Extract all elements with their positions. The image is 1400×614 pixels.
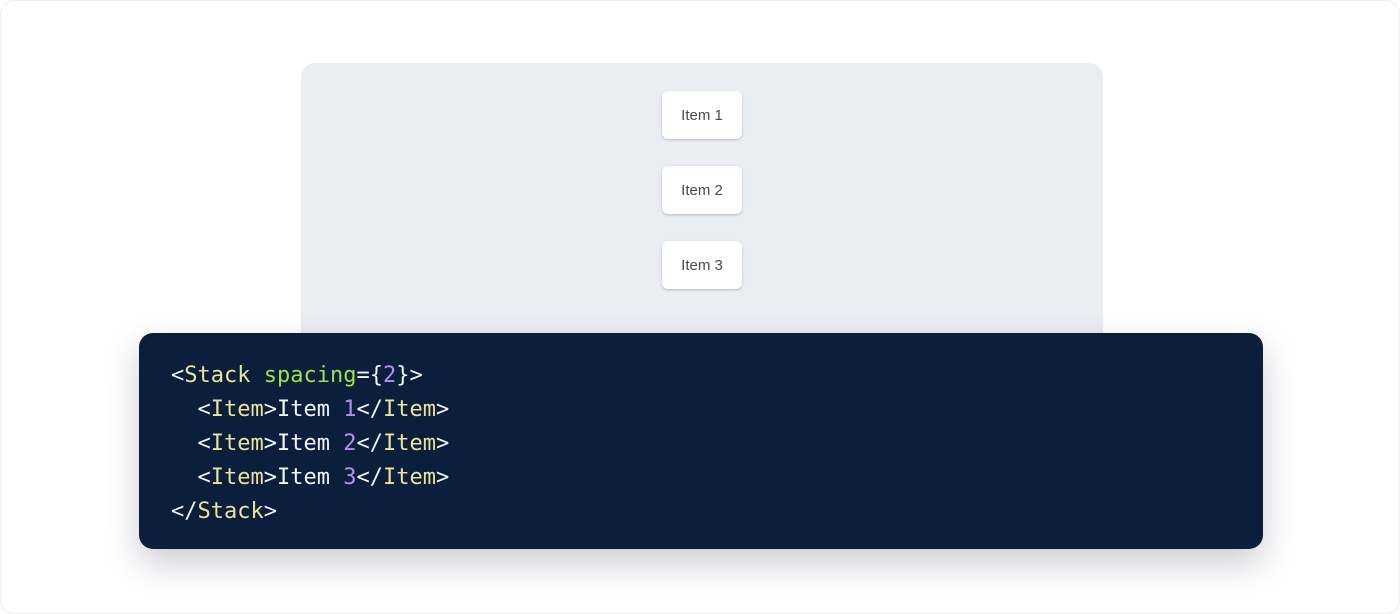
code-token-punct: >	[435, 397, 450, 422]
code-token-tag: Stack	[184, 363, 251, 388]
stack-item-card[interactable]: Item 3	[662, 241, 742, 289]
stack-component: Item 1 Item 2 Item 3	[301, 63, 1103, 289]
code-line: <Item>Item 1</Item>	[171, 397, 450, 422]
code-token-tag: Stack	[197, 499, 264, 524]
code-token-punct: {	[369, 363, 383, 388]
code-token-punct: </	[356, 397, 383, 422]
code-token-punct: >	[263, 431, 277, 456]
stack-item-card[interactable]: Item 2	[662, 166, 742, 214]
code-token-text: Item	[276, 397, 344, 422]
code-token-punct	[250, 363, 263, 388]
code-token-punct: </	[356, 431, 383, 456]
code-snippet-panel: <Stack spacing={2}> <Item>Item 1</Item> …	[139, 333, 1263, 549]
stack-item-label: Item 1	[681, 106, 723, 124]
code-token-punct: >	[435, 465, 450, 490]
code-token-punct: >	[409, 363, 423, 388]
stack-item-card[interactable]: Item 1	[662, 91, 742, 139]
code-token-punct: =	[356, 363, 370, 388]
code-token-punct: <	[197, 465, 211, 490]
code-token-tag: Item	[210, 397, 264, 422]
code-token-tag: Item	[382, 465, 436, 490]
code-token-punct: >	[263, 465, 277, 490]
code-line: <Item>Item 2</Item>	[171, 431, 450, 456]
code-token-punct: <	[197, 431, 211, 456]
code-token-punct: <	[197, 397, 211, 422]
code-token-text: Item	[276, 465, 344, 490]
code-token-punct: }	[396, 363, 410, 388]
code-token-text: Item	[276, 431, 344, 456]
code-token-punct: </	[356, 465, 383, 490]
code-token-num: 2	[382, 363, 397, 388]
code-token-attr: spacing	[263, 363, 357, 388]
code-line: </Stack>	[171, 499, 277, 524]
code-token-tag: Item	[210, 465, 264, 490]
code-line: <Item>Item 3</Item>	[171, 465, 450, 490]
code-token-punct: >	[435, 431, 450, 456]
code-token-tag: Item	[382, 431, 436, 456]
code-token-num: 3	[343, 465, 357, 490]
code-token-punct: >	[263, 397, 277, 422]
code-token-num: 2	[343, 431, 357, 456]
code-block[interactable]: <Stack spacing={2}> <Item>Item 1</Item> …	[171, 359, 1231, 529]
code-token-num: 1	[343, 397, 357, 422]
code-token-punct: >	[263, 499, 277, 524]
code-token-punct: <	[171, 363, 185, 388]
code-token-tag: Item	[382, 397, 436, 422]
code-line: <Stack spacing={2}>	[171, 363, 423, 388]
code-token-punct: </	[171, 499, 198, 524]
stack-item-label: Item 2	[681, 181, 723, 199]
stack-item-label: Item 3	[681, 256, 723, 274]
code-token-tag: Item	[210, 431, 264, 456]
